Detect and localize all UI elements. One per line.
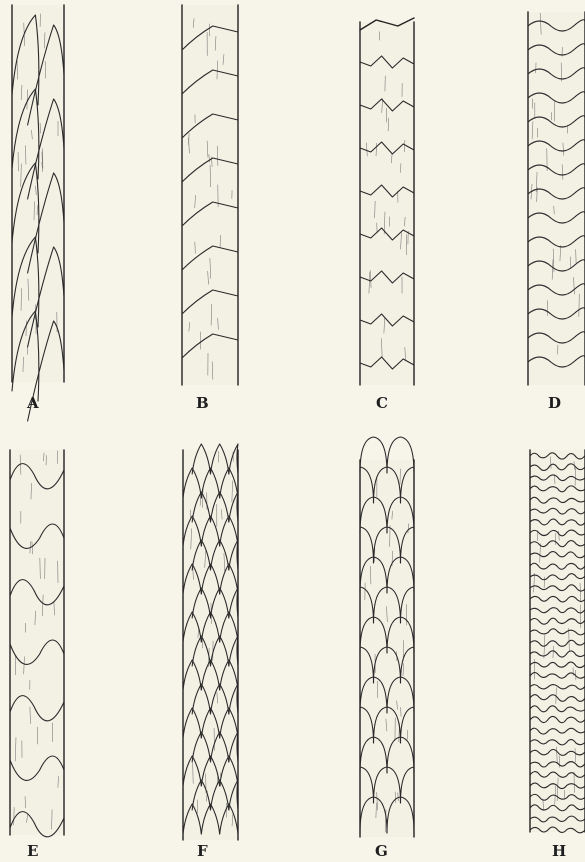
label-b: B (196, 394, 209, 412)
label-g: G (375, 842, 388, 860)
label-c: C (376, 394, 388, 412)
shaft-fill-e (10, 450, 64, 835)
label-f: F (197, 842, 208, 860)
panel-b-oblique-bands (182, 5, 238, 385)
label-h: H (552, 842, 566, 860)
panel-g-rounded-imbricate-scales (360, 437, 414, 837)
panel-e-deep-lobed-bands (10, 450, 64, 837)
panel-c-coronal-bands (360, 18, 414, 385)
label-e: E (27, 842, 38, 860)
label-a: A (26, 394, 39, 412)
label-d: D (548, 394, 561, 412)
panel-f-pointed-imbricate-scales (183, 444, 238, 840)
shaft-fill-f (183, 450, 238, 840)
shaft-fill-b (182, 5, 238, 385)
panel-d-wavy-bands (528, 12, 585, 385)
shaft-fill-c (360, 22, 414, 385)
panel-a-long-overlapping-scales (12, 5, 64, 421)
panel-h-fine-crenate-bands (530, 450, 585, 833)
